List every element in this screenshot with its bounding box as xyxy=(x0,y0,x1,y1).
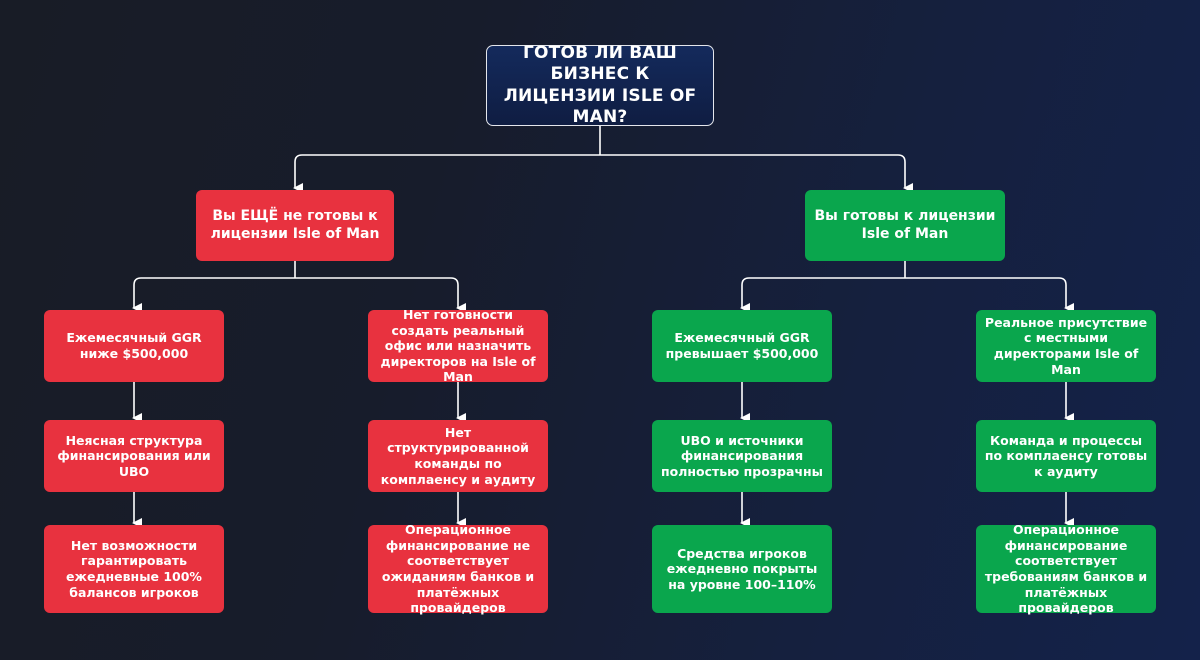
ready-label: Вы готовы к лицензии Isle of Man xyxy=(814,208,996,242)
ready-box: Вы готовы к лицензии Isle of Man xyxy=(805,190,1005,261)
not-ready-item: Нет возможности гарантировать ежедневные… xyxy=(44,525,224,613)
item-text: Ежемесячный GGR ниже $500,000 xyxy=(66,330,202,361)
not-ready-item: Нет готовности создать реальный офис или… xyxy=(368,306,548,385)
connector-root-to-ready xyxy=(600,154,913,193)
connector-root-to-not-ready xyxy=(293,154,600,193)
item-text: Нет структурированной команды по комплае… xyxy=(380,424,536,487)
ready-item: Реальное присутствие с местными директор… xyxy=(976,310,1156,382)
ready-item: Средства игроков ежедневно покрыты на ур… xyxy=(652,525,832,613)
connector-not-ready-to-col2 xyxy=(295,277,466,313)
root-question-text: ГОТОВ ЛИ ВАШ БИЗНЕС К ЛИЦЕНЗИИ ISLE OF M… xyxy=(503,43,697,127)
item-text: Нет готовности создать реальный офис или… xyxy=(380,306,536,385)
not-ready-item: Нет структурированной команды по комплае… xyxy=(368,420,548,492)
ready-item: Операционное финансирование соответствуе… xyxy=(976,522,1156,616)
not-ready-item: Неясная структура финансирования или UBO xyxy=(44,420,224,492)
item-text: Операционное финансирование не соответст… xyxy=(381,522,535,616)
item-text: Реальное присутствие с местными директор… xyxy=(984,314,1148,377)
item-text: Операционное финансирование соответствуе… xyxy=(984,522,1148,616)
connector-ready-to-col2 xyxy=(905,277,1074,313)
not-ready-box: Вы ЕЩЁ не готовы к лицензии Isle of Man xyxy=(196,190,394,261)
ready-item: Ежемесячный GGR превышает $500,000 xyxy=(652,310,832,382)
item-text: Неясная структура финансирования или UBO xyxy=(57,432,211,479)
ready-item: UBO и источники финансирования полностью… xyxy=(652,420,832,492)
ready-item: Команда и процессы по комплаенсу готовы … xyxy=(976,420,1156,492)
not-ready-item: Ежемесячный GGR ниже $500,000 xyxy=(44,310,224,382)
connector-not-ready-to-col1 xyxy=(132,277,295,313)
root-question-box: ГОТОВ ЛИ ВАШ БИЗНЕС К ЛИЦЕНЗИИ ISLE OF M… xyxy=(486,43,714,127)
item-text: UBO и источники финансирования полностью… xyxy=(660,432,823,479)
not-ready-label: Вы ЕЩЁ не готовы к лицензии Isle of Man xyxy=(210,208,380,242)
item-text: Команда и процессы по комплаенсу готовы … xyxy=(984,432,1148,479)
not-ready-item: Операционное финансирование не соответст… xyxy=(368,522,548,616)
item-text: Ежемесячный GGR превышает $500,000 xyxy=(665,330,819,361)
item-text: Средства игроков ежедневно покрыты на ур… xyxy=(666,545,818,592)
item-text: Нет возможности гарантировать ежедневные… xyxy=(66,537,202,600)
connector-ready-to-col1 xyxy=(740,277,905,313)
